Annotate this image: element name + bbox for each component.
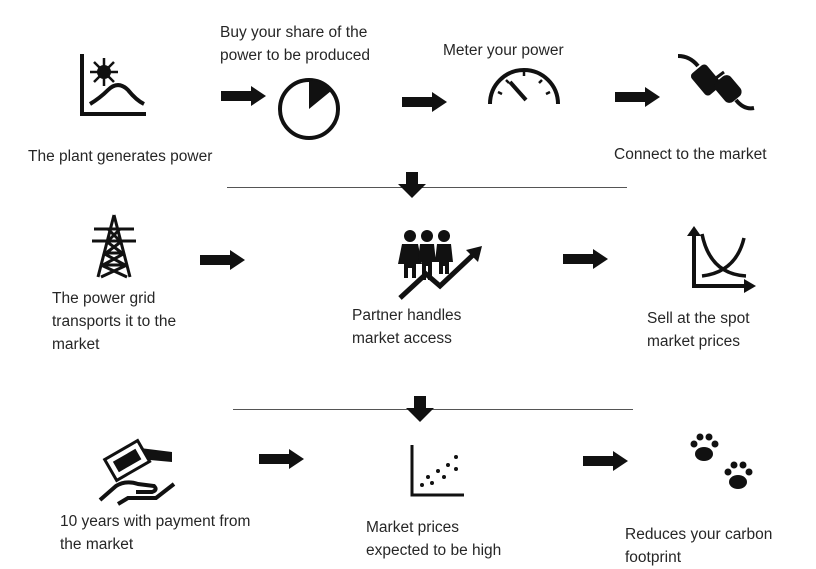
step-plant-label: The plant generates power: [28, 148, 213, 165]
divider-line: [233, 409, 633, 410]
solar-production-icon: [80, 54, 146, 116]
step-meter-label: Meter your power: [443, 42, 564, 59]
scatter-chart-icon: [410, 445, 464, 497]
right-arrow-icon: [563, 249, 608, 269]
divider-line: [227, 187, 627, 188]
right-arrow-icon: [615, 87, 660, 107]
people-growth-icon: [398, 230, 482, 300]
step-connect-label: Connect to the market: [614, 146, 767, 163]
right-arrow-icon: [402, 92, 447, 112]
gauge-icon: [488, 68, 560, 105]
paw-prints-icon: [690, 433, 753, 489]
pie-share-icon: [278, 78, 340, 140]
power-tower-icon: [92, 214, 136, 279]
right-arrow-icon: [200, 250, 245, 270]
down-arrow-icon: [398, 172, 426, 198]
right-arrow-icon: [583, 451, 628, 471]
plug-icon: [677, 54, 755, 111]
supply-demand-chart-icon: [687, 226, 756, 293]
money-hand-icon: [98, 438, 176, 506]
down-arrow-icon: [406, 396, 434, 422]
right-arrow-icon: [259, 449, 304, 469]
right-arrow-icon: [221, 86, 266, 106]
